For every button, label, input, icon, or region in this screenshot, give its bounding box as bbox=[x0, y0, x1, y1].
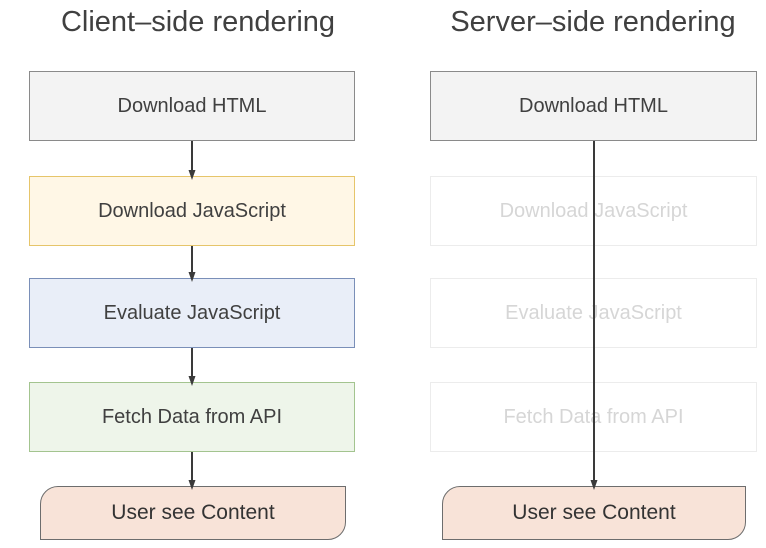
client-step-evaluate-js: Evaluate JavaScript bbox=[29, 278, 355, 348]
server-step-evaluate-js-skipped: Evaluate JavaScript bbox=[430, 278, 757, 348]
client-step-download-js: Download JavaScript bbox=[29, 176, 355, 246]
client-side-title: Client–side rendering bbox=[60, 6, 336, 38]
client-step-fetch-api: Fetch Data from API bbox=[29, 382, 355, 452]
client-result-user-sees-content: User see Content bbox=[40, 486, 346, 540]
server-result-user-sees-content: User see Content bbox=[442, 486, 746, 540]
server-step-download-html: Download HTML bbox=[430, 71, 757, 141]
server-step-fetch-api-skipped: Fetch Data from API bbox=[430, 382, 757, 452]
client-step-download-html: Download HTML bbox=[29, 71, 355, 141]
server-side-title: Server–side rendering bbox=[450, 6, 736, 38]
server-step-download-js-skipped: Download JavaScript bbox=[430, 176, 757, 246]
